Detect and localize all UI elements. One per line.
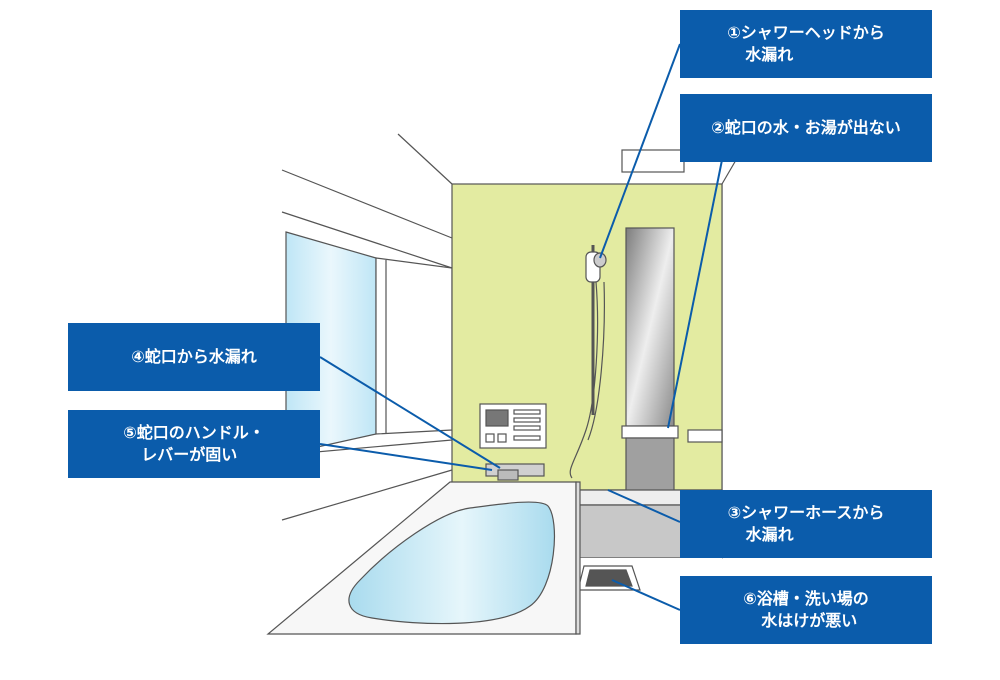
leader-lines: [319, 43, 723, 611]
label-6-line-1: ⑥浴槽・洗い場の: [743, 589, 869, 608]
leader-line-3: [607, 489, 681, 523]
leader-line-5: [319, 443, 493, 471]
label-no-water-from-faucet: ②蛇口の水・お湯が出ない: [680, 94, 932, 162]
leader-line-6: [611, 579, 681, 611]
label-3-line-2: 水漏れ: [745, 525, 794, 544]
label-6-line-2: 水はけが悪い: [761, 611, 858, 630]
drain: [577, 565, 641, 591]
label-4-line-1: ④蛇口から水漏れ: [131, 347, 257, 366]
shelf: [621, 425, 679, 439]
bathtub: [266, 481, 581, 635]
ceiling-vent: [621, 149, 685, 173]
window: [285, 231, 453, 455]
leader-line-1: [599, 43, 681, 259]
label-faucet-leak: ④蛇口から水漏れ: [68, 323, 320, 391]
shower: [569, 245, 607, 479]
label-1-line-1: ①シャワーヘッドから: [727, 23, 885, 42]
label-3-line-1: ③シャワーホースから: [727, 503, 885, 522]
leader-line-2: [667, 159, 723, 429]
label-2-line-1: ②蛇口の水・お湯が出ない: [711, 118, 901, 137]
faucet: [485, 463, 545, 481]
label-5-line-1: ⑤蛇口のハンドル・: [123, 423, 265, 442]
control-panel: [479, 403, 547, 449]
label-poor-drainage: ⑥浴槽・洗い場の 水はけが悪い: [680, 576, 932, 644]
label-1-line-2: 水漏れ: [745, 45, 794, 64]
leader-line-4: [319, 356, 501, 469]
label-5-line-2: レバーが固い: [141, 445, 238, 464]
label-stiff-handle-lever: ⑤蛇口のハンドル・ レバーが固い: [68, 410, 320, 478]
label-shower-head-leak: ①シャワーヘッドから 水漏れ: [680, 10, 932, 78]
shelf-small: [687, 429, 723, 443]
mirror: [625, 227, 675, 427]
cabinet: [625, 437, 675, 495]
label-shower-hose-leak: ③シャワーホースから 水漏れ: [680, 490, 932, 558]
